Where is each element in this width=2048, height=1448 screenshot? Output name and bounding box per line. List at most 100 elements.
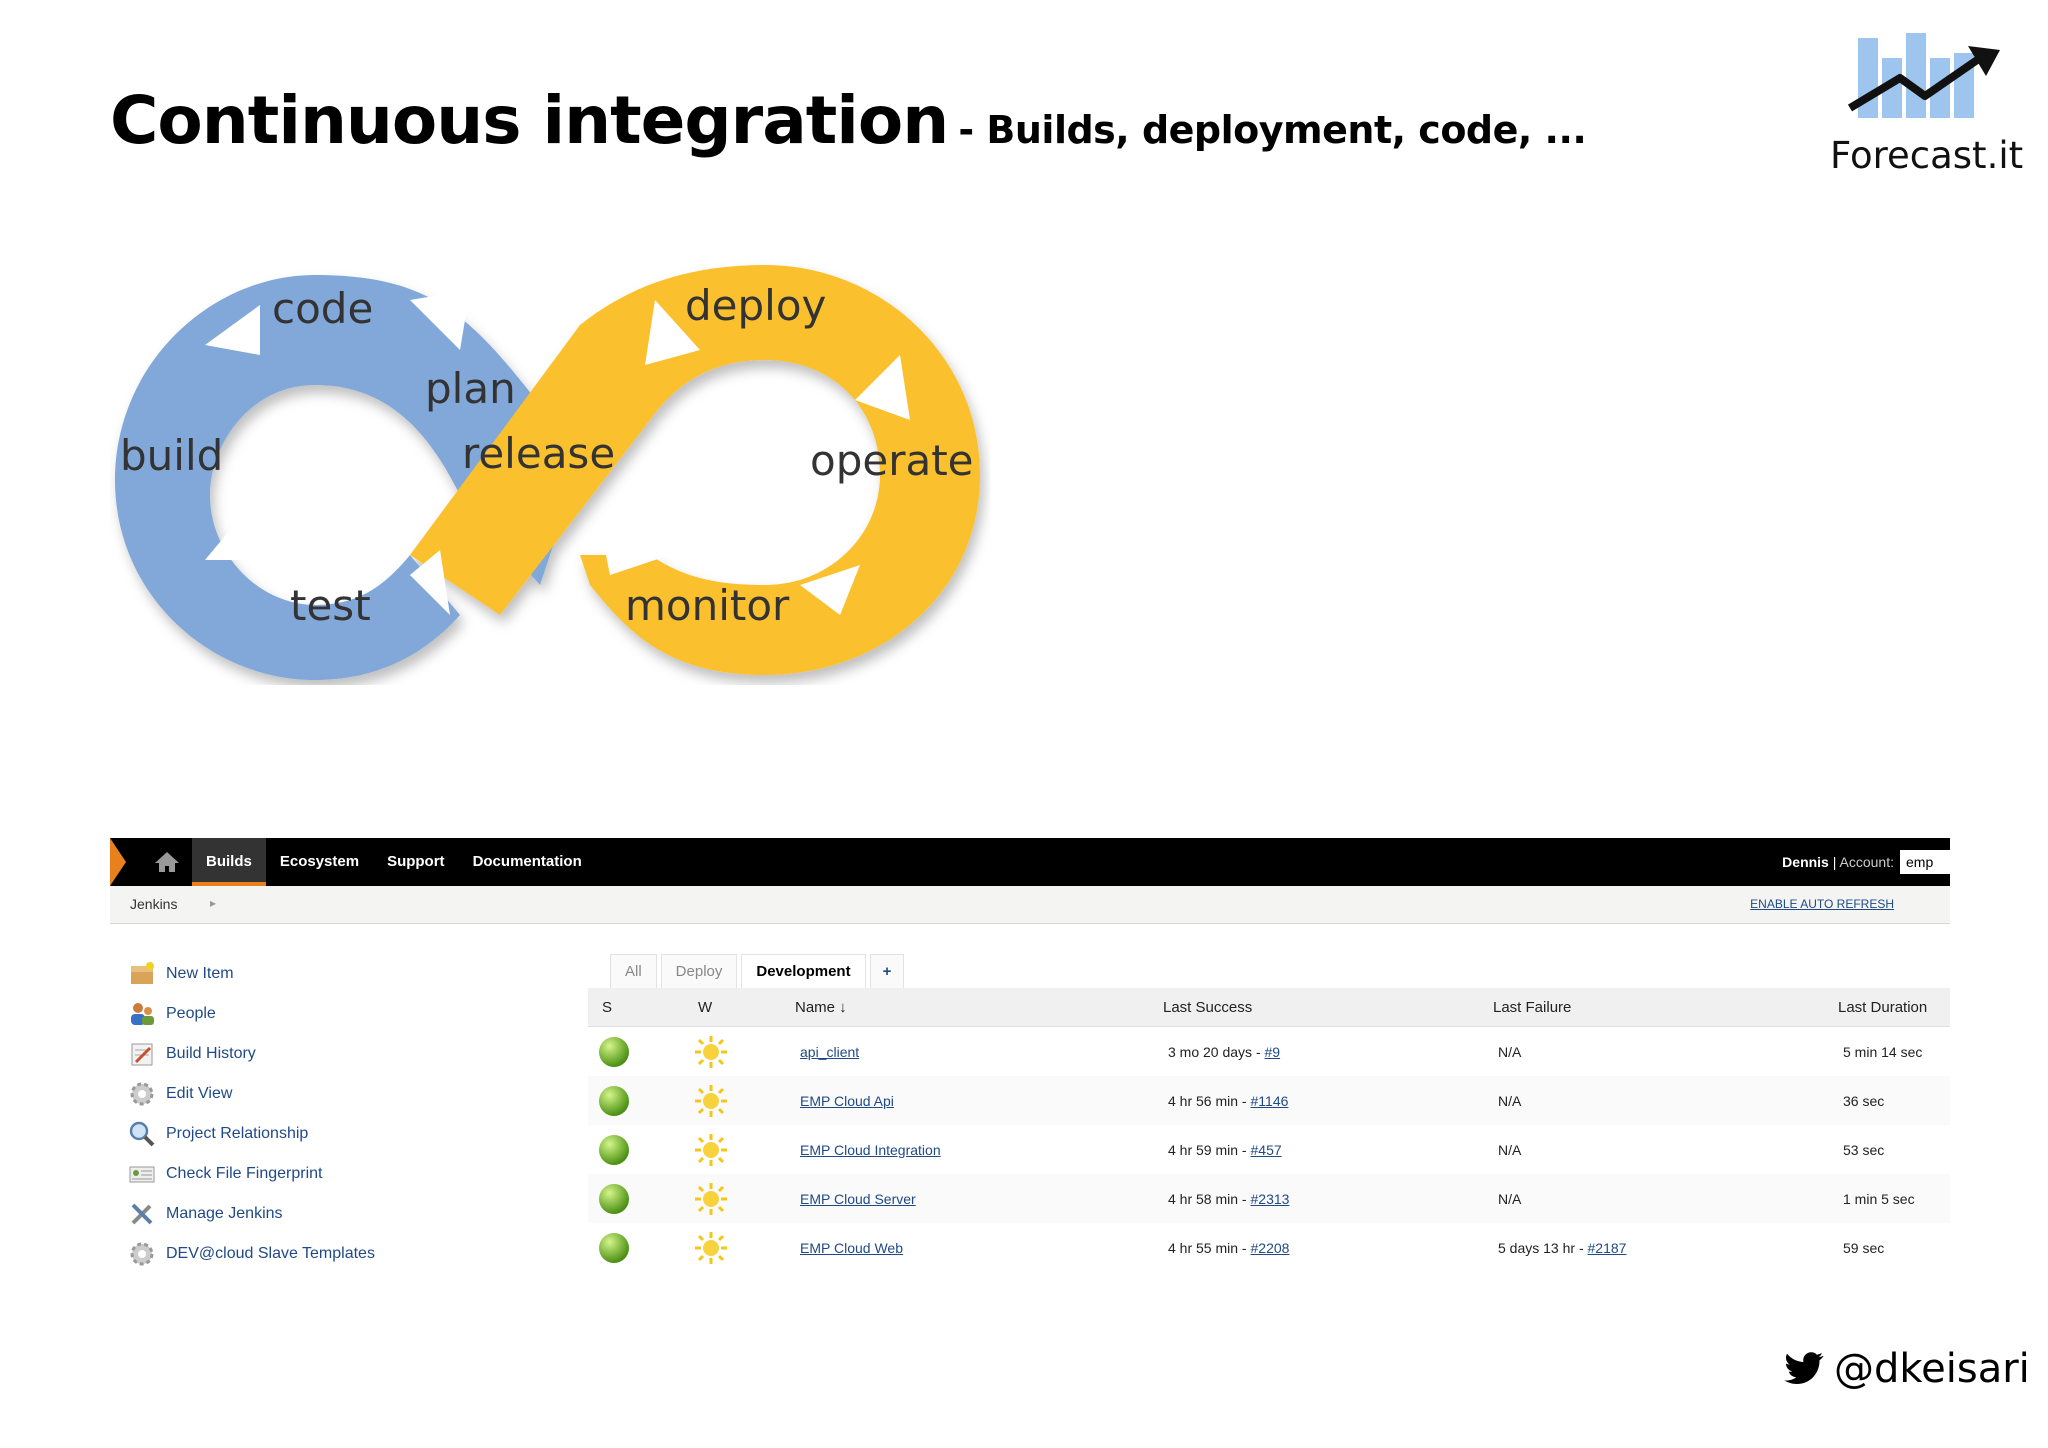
sidebar-label: Edit View [166, 1085, 233, 1102]
forecast-logo: Forecast.it [1830, 28, 2024, 178]
user-name[interactable]: Dennis [1782, 854, 1829, 870]
job-name-link[interactable]: EMP Cloud Integration [800, 1141, 941, 1158]
sidebar-label: People [166, 1005, 216, 1022]
column-last-success[interactable]: Last Success [1163, 998, 1253, 1016]
weather-sunny-icon [694, 1125, 728, 1174]
jenkins-nav: Builds Ecosystem Support Documentation [192, 838, 596, 886]
slide-title: Continuous integration - Builds, deploym… [110, 82, 1587, 159]
last-success-build-link[interactable]: #1146 [1250, 1092, 1289, 1109]
status-ball-icon [598, 1125, 630, 1174]
label-build: build [120, 431, 224, 480]
sidebar-item-check-file-fingerprint[interactable]: Check File Fingerprint [128, 1154, 568, 1194]
column-last-duration[interactable]: Last Duration [1838, 998, 1928, 1016]
job-name-link[interactable]: EMP Cloud Api [800, 1092, 894, 1109]
sidebar-label: New Item [166, 965, 234, 982]
tab-deploy[interactable]: Deploy [660, 954, 738, 989]
last-duration: 59 sec [1843, 1239, 1885, 1256]
job-name-link[interactable]: EMP Cloud Server [800, 1190, 916, 1207]
sidebar-label: DEV@cloud Slave Templates [166, 1245, 375, 1262]
nav-builds[interactable]: Builds [192, 838, 266, 886]
twitter-handle[interactable]: @dkeisari [1834, 1346, 2030, 1392]
last-duration: 5 min 14 sec [1843, 1043, 1923, 1060]
last-failure-time: N/A [1498, 1190, 1522, 1207]
slide-title-main: Continuous integration [110, 82, 949, 159]
slide-subtitle: - Builds, deployment, code, ... [958, 108, 1587, 152]
last-success-time: 4 hr 58 min [1168, 1190, 1239, 1207]
home-icon[interactable] [154, 850, 180, 874]
breadcrumb-jenkins[interactable]: Jenkins [130, 896, 178, 912]
weather-sunny-icon [694, 1174, 728, 1223]
last-failure-time: N/A [1498, 1043, 1522, 1060]
separator: - [1238, 1239, 1251, 1256]
last-duration: 36 sec [1843, 1092, 1885, 1109]
tab-development[interactable]: Development [741, 954, 866, 989]
table-header: S W Name ↓ Last Success Last Failure Las… [588, 988, 1950, 1027]
last-success-build-link[interactable]: #2313 [1250, 1190, 1290, 1207]
job-name-link[interactable]: EMP Cloud Web [800, 1239, 903, 1256]
view-tabs: All Deploy Development + [610, 954, 908, 989]
tab-all[interactable]: All [610, 954, 657, 989]
column-weather[interactable]: W [698, 998, 713, 1016]
sidebar-item-manage-jenkins[interactable]: Manage Jenkins [128, 1194, 568, 1234]
logo-text: Forecast.it [1830, 134, 2024, 177]
separator: - [1238, 1190, 1251, 1207]
column-name[interactable]: Name ↓ [795, 998, 847, 1016]
jenkins-dashboard: Builds Ecosystem Support Documentation D… [110, 838, 1950, 1278]
column-status[interactable]: S [602, 998, 613, 1016]
separator: - [1575, 1239, 1588, 1256]
status-ball-icon [598, 1076, 630, 1125]
nav-support[interactable]: Support [387, 853, 445, 870]
last-failure-time: N/A [1498, 1092, 1522, 1109]
status-ball-icon [598, 1027, 630, 1076]
nav-ecosystem[interactable]: Ecosystem [279, 853, 360, 870]
table-row: EMP Cloud Web 4 hr 55 min - #2208 5 days… [588, 1223, 1950, 1272]
sidebar-label: Check File Fingerprint [166, 1165, 323, 1182]
user-info: Dennis | Account: [1782, 838, 1894, 886]
sidebar-item-project-relationship[interactable]: Project Relationship [128, 1114, 568, 1154]
weather-sunny-icon [694, 1076, 728, 1125]
sidebar-item-edit-view[interactable]: Edit View [128, 1074, 568, 1114]
fingerprint-card-icon [129, 1166, 155, 1183]
twitter-credit: @dkeisari [1784, 1346, 2030, 1392]
jenkins-accent-arrow [110, 838, 126, 886]
table-row: api_client 3 mo 20 days - #9 N/A 5 min 1… [588, 1027, 1950, 1076]
sidebar-item-slave-templates[interactable]: DEV@cloud Slave Templates [128, 1234, 568, 1274]
devops-infinity-diagram: code plan build release test deploy oper… [110, 255, 990, 685]
label-test: test [290, 581, 371, 630]
last-success-build-link[interactable]: #9 [1264, 1043, 1281, 1060]
last-failure-time: 5 days 13 hr [1498, 1239, 1576, 1256]
gear-icon [130, 1242, 154, 1266]
infinity-loop-graphic [115, 265, 980, 680]
jenkins-header: Builds Ecosystem Support Documentation D… [110, 838, 1950, 886]
add-view-button[interactable]: + [869, 954, 905, 989]
magnifier-icon [129, 1121, 155, 1147]
job-name-link[interactable]: api_client [800, 1043, 860, 1060]
account-separator: | [1828, 854, 1840, 870]
last-success-build-link[interactable]: #2208 [1250, 1239, 1290, 1256]
column-last-failure[interactable]: Last Failure [1493, 998, 1572, 1016]
nav-documentation[interactable]: Documentation [472, 853, 582, 870]
last-success-time: 3 mo 20 days [1168, 1043, 1253, 1060]
label-operate: operate [810, 436, 974, 485]
breadcrumb: Jenkins ▸ ENABLE AUTO REFRESH [110, 886, 1950, 924]
enable-auto-refresh-link[interactable]: ENABLE AUTO REFRESH [1750, 897, 1894, 911]
table-row: EMP Cloud Api 4 hr 56 min - #1146 N/A 36… [588, 1076, 1950, 1125]
new-item-box-icon [131, 962, 154, 984]
weather-sunny-icon [694, 1223, 728, 1272]
sidebar-item-people[interactable]: People [128, 994, 568, 1034]
breadcrumb-chevron-icon[interactable]: ▸ [210, 896, 217, 910]
sidebar-item-build-history[interactable]: Build History [128, 1034, 568, 1074]
last-failure-build-link[interactable]: #2187 [1587, 1239, 1627, 1256]
jenkins-sidebar: New Item People Build History Edit View … [128, 954, 568, 1274]
last-success-time: 4 hr 55 min [1168, 1239, 1239, 1256]
account-select[interactable]: emp [1900, 850, 1950, 874]
last-failure-time: N/A [1498, 1141, 1522, 1158]
wrench-screwdriver-icon [131, 1203, 153, 1225]
label-deploy: deploy [685, 281, 827, 330]
status-ball-icon [598, 1223, 630, 1272]
label-release: release [462, 429, 616, 478]
sidebar-item-new-item[interactable]: New Item [128, 954, 568, 994]
last-success-build-link[interactable]: #457 [1250, 1141, 1282, 1158]
jobs-table: S W Name ↓ Last Success Last Failure Las… [588, 988, 1950, 1272]
last-duration: 1 min 5 sec [1843, 1190, 1915, 1207]
